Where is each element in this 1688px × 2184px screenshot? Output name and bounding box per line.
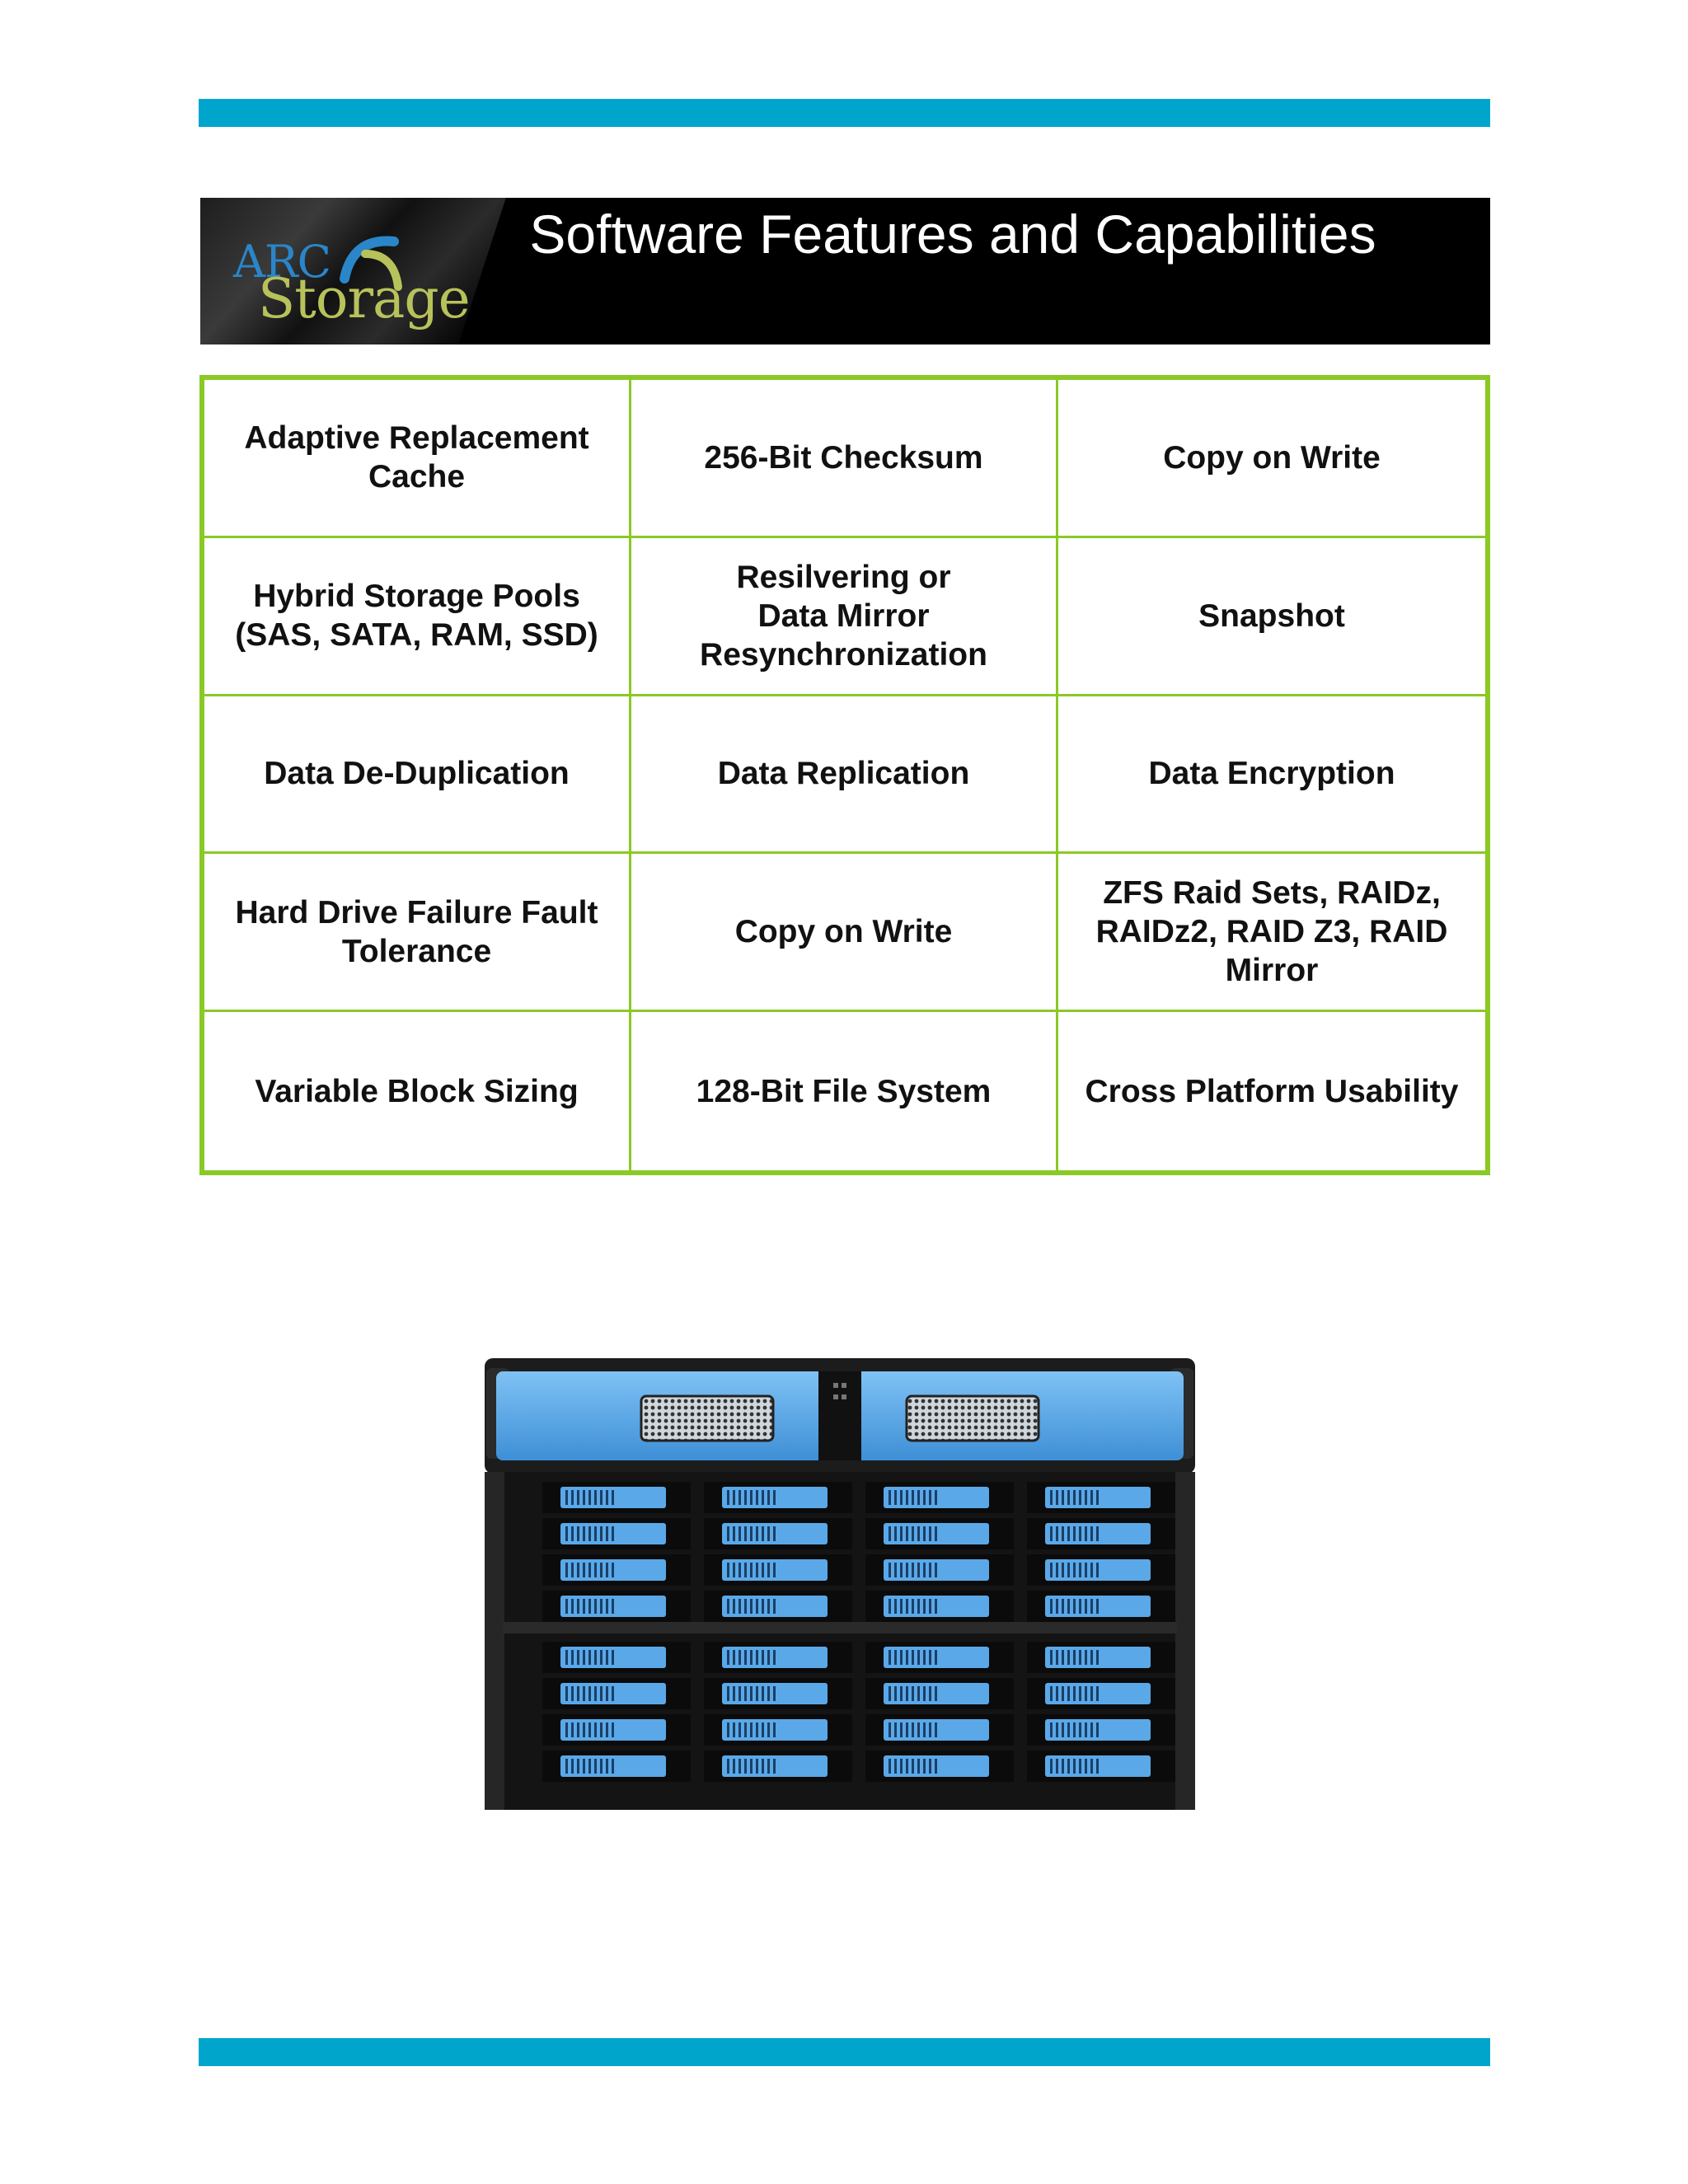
feature-cell: Data Replication <box>631 696 1058 855</box>
feature-cell: Variable Block Sizing <box>204 1012 631 1170</box>
feature-cell: Data Encryption <box>1058 696 1485 855</box>
feature-cell: 256-Bit Checksum <box>631 380 1058 538</box>
logo-swoosh-icon <box>340 236 402 291</box>
feature-cell: Resilvering or Data Mirror Resynchroniza… <box>631 537 1058 696</box>
logo-text-arc: ARC <box>233 236 331 288</box>
logo-text-storage: Storage <box>258 267 471 330</box>
feature-cell: 128-Bit File System <box>631 1012 1058 1170</box>
feature-cell: Copy on Write <box>1058 380 1485 538</box>
feature-cell: Cross Platform Usability <box>1085 1073 1459 1109</box>
features-table: Adaptive Replacement Cache 256-Bit Check… <box>199 375 1490 1175</box>
feature-cell: Copy on Write <box>631 854 1058 1013</box>
page-title: Software Features and Capabilities <box>529 204 1376 265</box>
arc-storage-logo: ARC Storage <box>233 229 481 336</box>
header-banner: ARC Storage Software Features and Capabi… <box>200 198 1490 344</box>
top-accent-bar <box>199 99 1490 127</box>
feature-cell: ZFS Raid Sets, RAIDz, RAIDz2, RAID Z3, R… <box>1058 854 1485 1013</box>
feature-cell: Hard Drive Failure Fault Tolerance <box>204 854 631 1013</box>
storage-server-image <box>485 1358 1195 1810</box>
feature-cell: Data De-Duplication <box>204 696 631 855</box>
bottom-accent-bar <box>199 2038 1490 2066</box>
feature-cell: Snapshot <box>1058 538 1485 696</box>
feature-cell: Hybrid Storage Pools (SAS, SATA, RAM, SS… <box>204 537 631 696</box>
feature-cell: Adaptive Replacement Cache <box>204 380 631 538</box>
